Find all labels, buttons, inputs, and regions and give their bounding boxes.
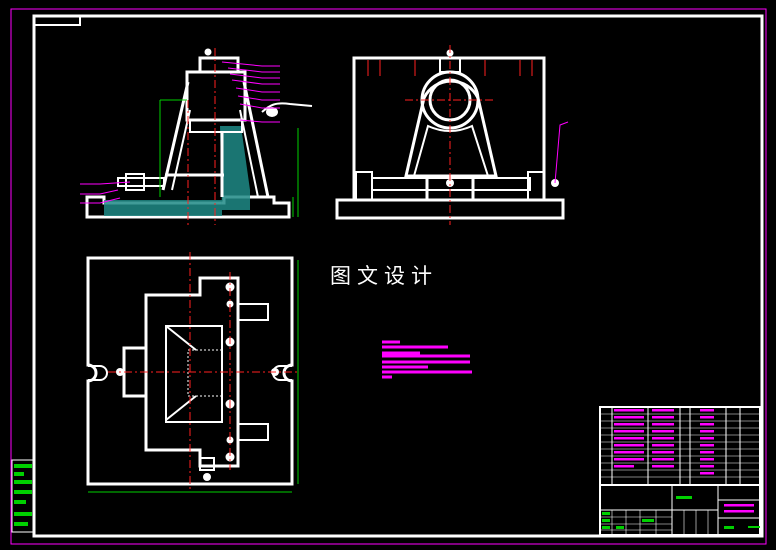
- plan-view: [86, 252, 300, 493]
- web-hatch: [220, 126, 250, 210]
- plan-hatched-core: [187, 349, 223, 397]
- clamp-head: [198, 56, 240, 74]
- top-bolt: [204, 48, 212, 56]
- front-leaders: [80, 61, 280, 204]
- annotation-block: [382, 340, 472, 379]
- left-foot: [355, 171, 373, 201]
- center-pin: [446, 179, 454, 187]
- plan-body: [144, 276, 240, 468]
- corner-tab: [33, 15, 81, 26]
- parts-list-rows: [600, 413, 760, 478]
- plan-right-arm-bottom: [237, 423, 269, 441]
- left-pin: [117, 177, 165, 187]
- top-block: [185, 70, 247, 122]
- title-magenta-text: [724, 504, 754, 513]
- outer-border: [10, 8, 767, 545]
- title-green-text: [602, 496, 734, 529]
- side-view: [335, 45, 569, 225]
- handle: [261, 102, 313, 113]
- title-grid: [600, 510, 709, 535]
- right-foot: [527, 171, 545, 201]
- plan-slot-left: [88, 365, 108, 381]
- handle-knob: [266, 107, 278, 117]
- bracket-inner: [413, 124, 489, 177]
- inner-border: [32, 14, 764, 538]
- watermark: 图文设计: [330, 264, 438, 288]
- plan-diag-2: [165, 395, 197, 421]
- plan-inner-frame: [165, 325, 223, 423]
- side-ticks: [367, 60, 533, 76]
- collar: [189, 119, 243, 133]
- title-block: [599, 406, 761, 536]
- plan-diag-1: [165, 325, 197, 351]
- column-right-edge: [242, 81, 270, 198]
- front-section-view: [80, 48, 313, 225]
- column-inner-left: [171, 109, 191, 191]
- parts-list-text: [614, 409, 714, 475]
- base-hatch: [104, 200, 222, 216]
- parts-list-columns: [611, 407, 741, 485]
- plan-bottom-stub: [199, 457, 215, 471]
- side-leader: [554, 121, 569, 184]
- layer-swatches: [11, 459, 35, 533]
- plan-right-arm-top: [237, 303, 269, 321]
